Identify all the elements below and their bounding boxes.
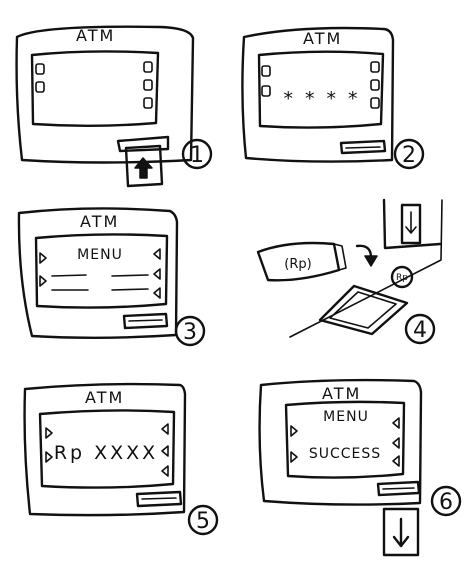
coin (390, 265, 414, 289)
side-button-right-2 (153, 268, 161, 280)
take-cash-arrowhead (364, 255, 378, 267)
menu-title: MENU (323, 409, 369, 425)
side-button-left-1 (39, 252, 47, 264)
side-button-right-3 (161, 465, 169, 477)
side-button-right-1 (153, 248, 161, 260)
side-button-left-2 (261, 85, 271, 97)
side-button-right-2 (370, 79, 380, 91)
step-number: 3 (183, 320, 197, 345)
step-number: 1 (190, 143, 204, 168)
panel-5: ATM Rp XXXX 5 (23, 382, 219, 536)
panel-2: ATM * * * * 2 (241, 26, 425, 170)
step-circle (174, 315, 206, 347)
card-return-arrow-icon (392, 517, 410, 548)
step-number: 5 (196, 509, 210, 534)
card-slot (376, 480, 421, 497)
side-button-left-2 (35, 81, 45, 93)
atm-body (17, 207, 179, 339)
atm-body (23, 382, 187, 517)
card-slot (122, 312, 169, 330)
atm-label: ATM (322, 384, 361, 403)
banknote-label: (Rp) (284, 257, 311, 272)
side-button-right-2 (161, 445, 169, 457)
side-button-right-2 (392, 437, 400, 449)
step-circle (393, 138, 425, 170)
cash-slot (400, 203, 422, 245)
atm-screen (30, 50, 160, 127)
card-slot-opening (345, 146, 381, 149)
panel-1: ATM 1 (15, 25, 213, 188)
card-slot-opening (382, 487, 415, 490)
panel-4: (Rp) Rp 4 (256, 198, 443, 345)
atm-screen (34, 233, 169, 309)
side-button-left-1 (45, 427, 53, 439)
side-button-left-1 (261, 65, 271, 77)
atm-side-wall (382, 198, 442, 250)
atm-label: ATM (76, 26, 115, 45)
side-button-right-2 (143, 79, 153, 91)
menu-option-line (111, 274, 149, 277)
atm-card (124, 144, 164, 188)
card-slot-opening (141, 497, 177, 500)
banknote-stack-edge (333, 243, 347, 271)
atm-body (15, 25, 195, 164)
amount-text: Rp XXXX (54, 442, 158, 464)
side-button-right-3 (370, 97, 380, 109)
atm-body (258, 378, 423, 506)
card-slot (135, 490, 183, 508)
atm-label: ATM (85, 388, 124, 407)
side-button-right-1 (370, 61, 380, 73)
atm-screen (257, 50, 385, 129)
side-button-right-3 (143, 97, 153, 109)
side-button-right-1 (143, 61, 153, 73)
step-circle (181, 138, 213, 170)
wall-edge (289, 199, 443, 338)
pin-entry-text: * * * * (283, 88, 360, 110)
menu-option-line (111, 288, 149, 291)
cash-tray-inner (329, 291, 397, 329)
side-button-left-2 (290, 451, 298, 463)
coin-label: Rp (396, 273, 408, 283)
panel-6: ATM MENU SUCCESS 6 (258, 378, 462, 557)
dispense-arrow-icon (405, 211, 417, 234)
side-button-left-2 (45, 451, 53, 463)
atm-screen (284, 400, 406, 479)
card-slot (116, 135, 170, 153)
side-button-right-3 (392, 455, 400, 467)
step-number: 4 (413, 318, 427, 343)
card-slot (339, 139, 387, 155)
success-text: SUCCESS (309, 446, 381, 462)
step-circle (404, 313, 436, 345)
side-button-right-1 (161, 423, 169, 435)
side-button-left-2 (39, 275, 47, 287)
atm-label: ATM (303, 29, 342, 48)
side-button-right-1 (392, 417, 400, 429)
side-button-left-1 (35, 63, 45, 75)
panel-3: ATM MENU 3 (17, 207, 206, 347)
step-circle (430, 485, 462, 517)
step-circle (187, 504, 219, 536)
atm-label: ATM (80, 212, 119, 231)
side-button-left-1 (290, 425, 298, 437)
menu-title: MENU (77, 247, 123, 263)
card-slot-opening (128, 319, 163, 322)
atm-body (241, 26, 395, 163)
step-number: 6 (439, 490, 453, 515)
insert-arrow-icon (134, 157, 153, 179)
side-button-right-3 (153, 287, 161, 299)
step-number: 2 (402, 143, 416, 168)
returned-card (382, 507, 420, 557)
menu-option-line (51, 274, 87, 277)
cash-tray (318, 284, 409, 336)
atm-screen (38, 409, 176, 489)
